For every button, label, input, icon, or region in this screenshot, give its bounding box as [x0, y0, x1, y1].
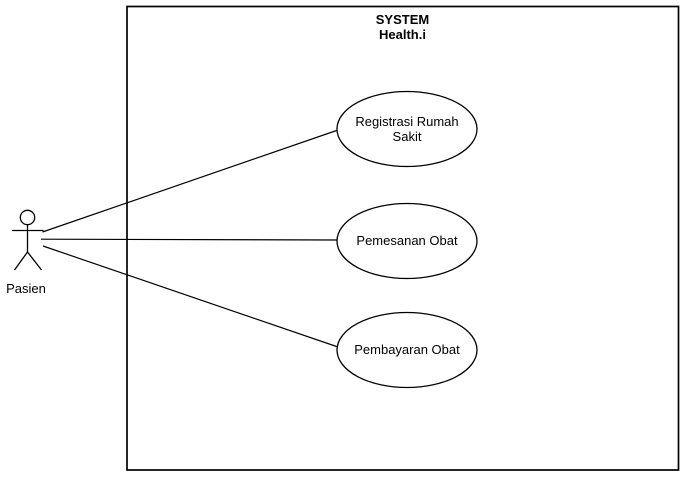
system-title: SYSTEM Health.i: [127, 12, 678, 42]
usecase-label-line2: Sakit: [392, 129, 422, 144]
association-line-pembayaran: [42, 245, 339, 348]
usecase-label-line1: Pemesanan Obat: [356, 233, 458, 248]
actor-label: Pasien: [6, 281, 46, 296]
usecase-ellipse-pembayaran: [336, 311, 478, 389]
actor-icon: [12, 209, 44, 271]
association-line-registrasi: [42, 129, 339, 233]
usecase-label-line1: Pembayaran Obat: [354, 342, 460, 357]
usecase-label-registrasi: Registrasi Rumah Sakit: [317, 114, 497, 144]
association-line-pemesanan: [40, 238, 339, 241]
actor-head: [19, 209, 36, 226]
actor-right-leg: [26, 251, 43, 271]
usecase-label-pembayaran: Pembayaran Obat: [317, 342, 497, 357]
usecase-label-line1: Registrasi Rumah: [355, 114, 459, 129]
usecase-label-pemesanan: Pemesanan Obat: [317, 233, 497, 248]
system-title-line1: SYSTEM: [375, 12, 430, 27]
actor-left-leg: [13, 251, 29, 271]
system-title-line2: Health.i: [379, 27, 426, 42]
system-boundary-box: [126, 5, 680, 471]
usecase-ellipse-registrasi: [336, 90, 478, 168]
usecase-ellipse-pemesanan: [336, 202, 478, 280]
